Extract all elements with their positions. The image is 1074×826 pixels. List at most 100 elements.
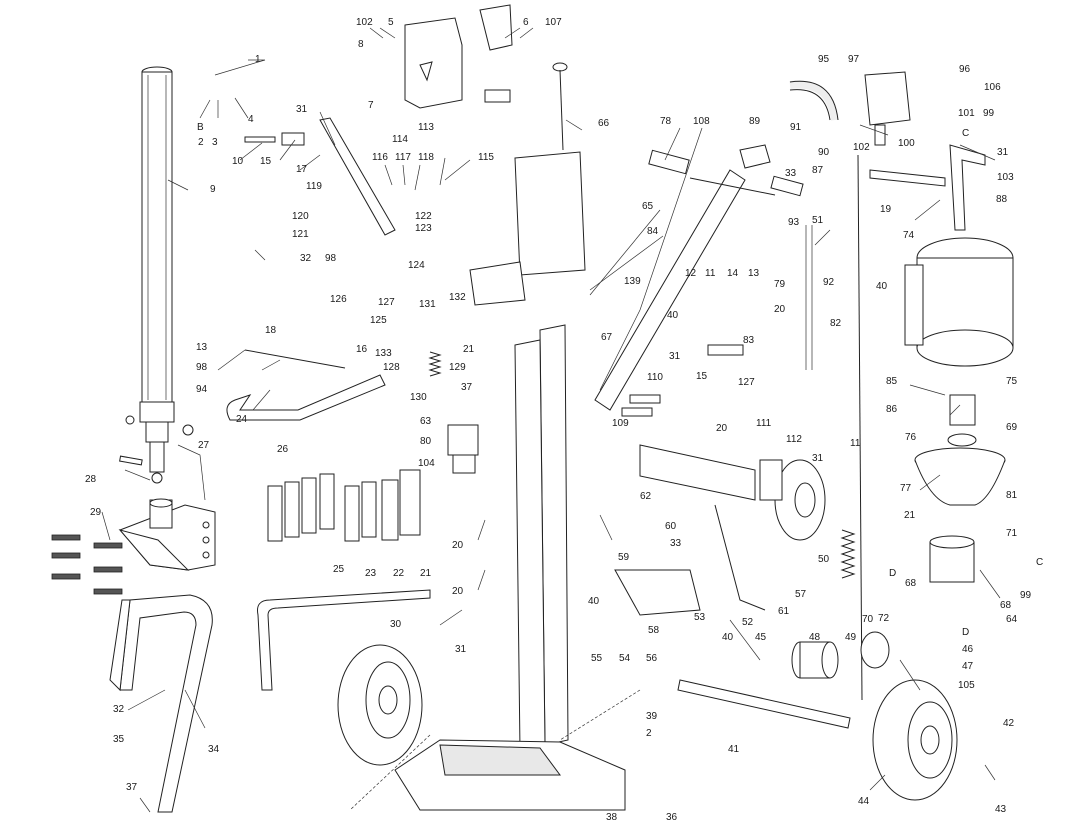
- frame-34: [109, 594, 213, 813]
- label-93: 93: [788, 217, 800, 228]
- dashed-guide: [349, 689, 641, 811]
- label-54: 54: [619, 653, 631, 664]
- pin-10: [244, 136, 276, 143]
- label-98: 98: [325, 253, 337, 264]
- axle-41: [677, 679, 851, 729]
- valve-80: [447, 424, 479, 474]
- label-37b: 37: [126, 782, 138, 793]
- label-132: 132: [449, 292, 466, 303]
- rail-111: [639, 444, 756, 501]
- label-4: 4: [248, 114, 254, 125]
- label-31b: 31: [455, 644, 467, 655]
- pin-109: [621, 407, 653, 417]
- label-59: 59: [618, 552, 630, 563]
- label-57: 57: [795, 589, 807, 600]
- label-31c: 31: [669, 351, 681, 362]
- label-30: 30: [390, 619, 402, 630]
- label-99: 99: [983, 108, 995, 119]
- label-126: 126: [330, 294, 347, 305]
- chain-79: [805, 225, 813, 370]
- label-113: 113: [418, 122, 434, 133]
- handle-30: [257, 589, 431, 691]
- label-41: 41: [728, 744, 740, 755]
- label-131: 131: [419, 299, 436, 310]
- plates-26: [267, 469, 421, 542]
- label-90: 90: [818, 147, 830, 158]
- left-wheel: [337, 644, 423, 766]
- label-34: 34: [208, 744, 220, 755]
- label-88: 88: [996, 194, 1008, 205]
- label-107: 107: [545, 17, 562, 28]
- label-129: 129: [449, 362, 466, 373]
- label-28: 28: [85, 474, 97, 485]
- label-139: 139: [624, 276, 641, 287]
- grip-78: [648, 149, 690, 175]
- label-2b: 2: [646, 728, 652, 739]
- bracket-6: [479, 4, 513, 103]
- label-31e: 31: [997, 147, 1009, 158]
- label-103: 103: [997, 172, 1014, 183]
- rod-94: [244, 349, 346, 369]
- label-69: 69: [1006, 422, 1018, 433]
- label-12: 12: [685, 268, 697, 279]
- label-91: 91: [790, 122, 802, 133]
- label-Cb: C: [1036, 557, 1043, 568]
- label-D: D: [889, 568, 896, 579]
- label-7: 7: [368, 100, 374, 111]
- label-78: 78: [660, 116, 672, 127]
- label-122: 122: [415, 211, 432, 222]
- label-21: 21: [463, 344, 475, 355]
- label-76: 76: [905, 432, 917, 443]
- label-6: 6: [523, 17, 529, 28]
- label-27: 27: [198, 440, 210, 451]
- rod-82: [857, 154, 863, 701]
- label-106: 106: [984, 82, 1001, 93]
- label-33b: 33: [785, 168, 797, 179]
- dipstick-66: [552, 62, 568, 151]
- label-102b: 102: [853, 142, 870, 153]
- label-80: 80: [420, 436, 432, 447]
- label-38: 38: [606, 812, 618, 823]
- support-wheel-112: [759, 459, 826, 541]
- sleeve-15: [281, 132, 305, 146]
- label-35: 35: [113, 734, 125, 745]
- pin-28: [119, 455, 143, 466]
- label-99b: 99: [1020, 590, 1032, 601]
- label-110: 110: [647, 372, 663, 383]
- label-51: 51: [812, 215, 824, 226]
- label-21b: 21: [420, 568, 432, 579]
- right-wheel: [872, 679, 958, 801]
- label-9: 9: [210, 184, 216, 195]
- label-15: 15: [260, 156, 272, 167]
- label-13: 13: [196, 342, 208, 353]
- label-102: 102: [356, 17, 373, 28]
- label-20: 20: [452, 540, 464, 551]
- label-Db: D: [962, 627, 969, 638]
- label-3: 3: [212, 137, 218, 148]
- label-96: 96: [959, 64, 971, 75]
- bracket-103: [949, 144, 986, 231]
- label-47: 47: [962, 661, 974, 672]
- label-77: 77: [900, 483, 912, 494]
- pump-71: [929, 535, 975, 583]
- label-42: 42: [1003, 718, 1015, 729]
- coupling-75: [947, 394, 977, 447]
- main-column: [469, 151, 586, 751]
- label-44: 44: [858, 796, 870, 807]
- label-52: 52: [742, 617, 754, 628]
- label-48: 48: [809, 632, 821, 643]
- label-11b: 11: [850, 438, 861, 449]
- label-68: 68: [905, 578, 917, 589]
- bar-108: [689, 177, 776, 196]
- flange-72: [860, 631, 890, 669]
- label-100: 100: [898, 138, 915, 149]
- label-109: 109: [612, 418, 629, 429]
- label-66: 66: [598, 118, 610, 129]
- plate-53: [614, 569, 701, 616]
- grip-33: [770, 175, 804, 197]
- label-49: 49: [845, 632, 857, 643]
- bell-housing-77: [914, 447, 1006, 506]
- label-92: 92: [823, 277, 835, 288]
- beam-108: [594, 169, 746, 411]
- label-23: 23: [365, 568, 377, 579]
